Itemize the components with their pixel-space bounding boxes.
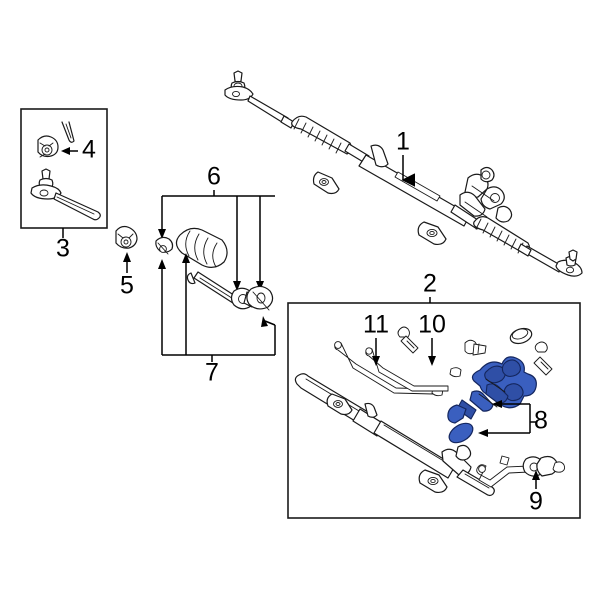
pressure-line-upper[interactable] bbox=[365, 347, 462, 392]
cotter-pin bbox=[61, 121, 75, 143]
callout-10-label: 10 bbox=[418, 311, 446, 339]
inner-bellows-boot bbox=[175, 227, 228, 268]
callout-6-label: 6 bbox=[207, 163, 221, 191]
large-boot-clamp bbox=[246, 285, 274, 311]
control-valve-assembly-highlighted[interactable] bbox=[446, 356, 537, 447]
control-valve-seal bbox=[448, 422, 474, 444]
hose-bolt bbox=[397, 326, 419, 354]
callout-11-leader bbox=[372, 338, 380, 366]
callout-2-label: 2 bbox=[423, 270, 437, 298]
callout-7-label: 7 bbox=[205, 359, 219, 387]
outer-tie-rod-end-part bbox=[30, 168, 101, 221]
callout-8-bracket bbox=[478, 400, 536, 437]
inner-tie-rod-assembly[interactable] bbox=[155, 227, 274, 311]
banjo-bolt bbox=[533, 341, 553, 376]
valve-fitting-nut bbox=[464, 339, 487, 356]
callout-5-label: 5 bbox=[120, 272, 134, 300]
pressure-sensor-line[interactable] bbox=[476, 455, 566, 488]
callout-3-label: 3 bbox=[56, 235, 70, 263]
small-boot-clamp bbox=[155, 236, 174, 255]
callout-5-leader bbox=[123, 252, 131, 273]
sealing-washer bbox=[509, 327, 533, 345]
steering-gear-assembly[interactable] bbox=[224, 70, 583, 277]
tie-rod-jam-nut[interactable] bbox=[115, 225, 138, 249]
callout-10-leader bbox=[428, 338, 436, 366]
detail-rack-housing bbox=[294, 373, 495, 497]
callout-8-label: 8 bbox=[534, 407, 548, 435]
bracket-7 bbox=[158, 253, 276, 362]
outer-tie-rod-end-box[interactable] bbox=[20, 108, 108, 229]
castle-nut bbox=[37, 135, 59, 158]
callout-4-leader bbox=[61, 147, 78, 155]
steering-control-valve-housing bbox=[450, 166, 513, 230]
right-outer-tie-rod-end bbox=[555, 249, 583, 277]
callout-11-label: 11 bbox=[363, 311, 389, 339]
callout-9-label: 9 bbox=[529, 488, 543, 516]
bracket-6 bbox=[158, 190, 275, 291]
left-outer-tie-rod-end bbox=[224, 70, 254, 101]
callout-4-label: 4 bbox=[82, 136, 96, 164]
callout-9-leader bbox=[532, 470, 540, 489]
steering-gear-detail-box[interactable] bbox=[287, 302, 581, 519]
callout-1-label: 1 bbox=[396, 128, 410, 156]
left-bellows-boot bbox=[291, 115, 353, 155]
